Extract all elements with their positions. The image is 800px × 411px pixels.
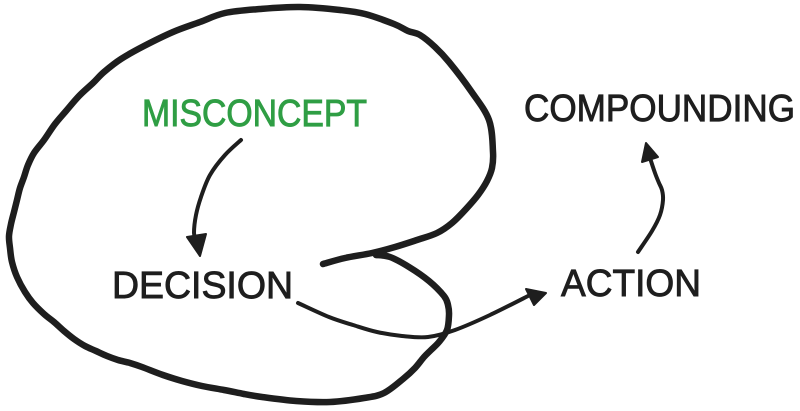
svg-text:MISCONCEPT: MISCONCEPT bbox=[142, 93, 367, 135]
svg-text:COMPOUNDING: COMPOUNDING bbox=[524, 88, 795, 130]
svg-text:DECISION: DECISION bbox=[112, 265, 293, 307]
svg-text:ACTION: ACTION bbox=[561, 263, 701, 305]
